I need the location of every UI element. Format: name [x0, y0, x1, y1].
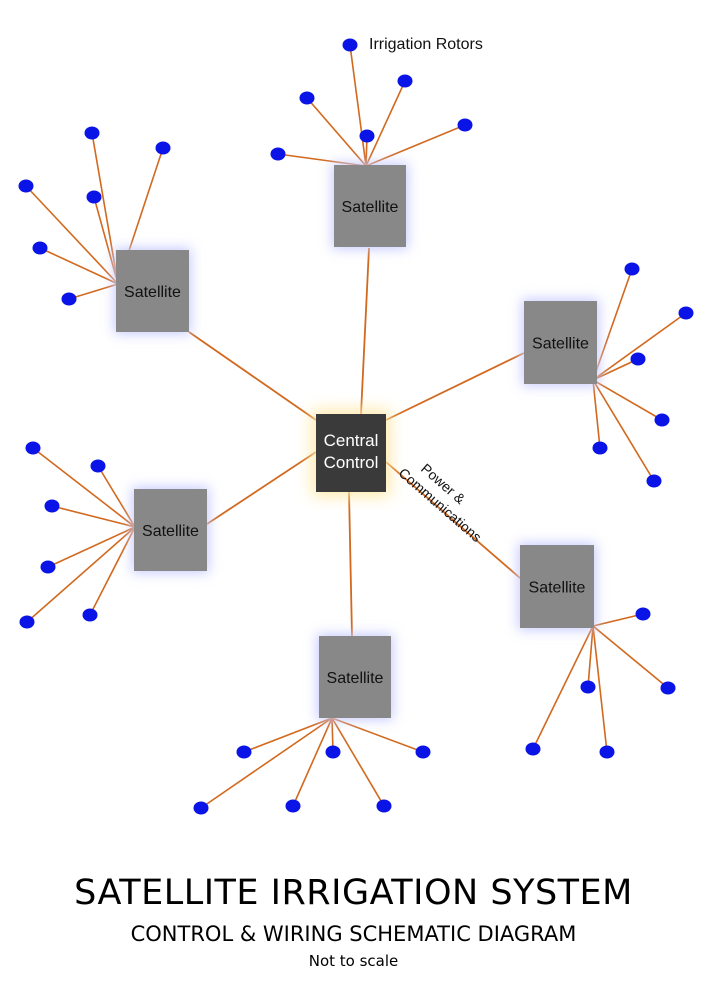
- irrigation-rotor: [624, 262, 640, 276]
- irrigation-rotor: [236, 745, 252, 759]
- central-control-label: Central: [324, 431, 379, 450]
- rotor-wire: [39, 247, 119, 285]
- rotor-wire: [68, 283, 119, 300]
- irrigation-rotor: [40, 560, 56, 574]
- diagram-subtitle: CONTROL & WIRING SCHEMATIC DIAGRAM: [130, 922, 577, 946]
- irrigation-rotor: [44, 499, 60, 513]
- irrigation-rotor: [457, 118, 473, 132]
- central-control-label: Control: [324, 453, 379, 472]
- irrigation-rotor: [630, 352, 646, 366]
- wire-right: [385, 352, 525, 421]
- satellite-bottom: Satellite: [317, 634, 393, 720]
- irrigation-rotor: [25, 441, 41, 455]
- irrigation-rotor: [359, 129, 375, 143]
- irrigation-rotor: [678, 306, 694, 320]
- rotor-wire: [592, 268, 633, 381]
- satellite-box: [334, 165, 406, 247]
- rotor-wire: [32, 447, 136, 528]
- satellite-upper-left: Satellite: [114, 248, 191, 334]
- irrigation-rotor: [599, 745, 615, 759]
- irrigation-rotor: [86, 190, 102, 204]
- rotor-wire: [89, 526, 136, 616]
- satellite-box: [524, 301, 597, 384]
- rotor-wire: [592, 625, 669, 689]
- irrigation-rotor: [376, 799, 392, 813]
- wire-lower-right: [385, 461, 521, 579]
- satellite-top: Satellite: [332, 163, 408, 249]
- satellite-right: Satellite: [522, 299, 599, 386]
- satellite-left: Satellite: [132, 487, 209, 573]
- scale-note: Not to scale: [308, 952, 399, 970]
- satellite-label: Satellite: [342, 199, 399, 216]
- rotor-wire: [200, 717, 333, 809]
- rotor-wire: [26, 526, 136, 623]
- rotor-wire: [365, 124, 466, 167]
- irrigation-rotor: [19, 615, 35, 629]
- rotor-wire: [292, 717, 333, 807]
- satellite-label: Satellite: [124, 284, 181, 301]
- rotor-wire: [25, 185, 119, 285]
- rotor-wire: [592, 358, 639, 381]
- satellite-label: Satellite: [142, 523, 199, 540]
- wire-bottom: [348, 491, 353, 637]
- irrigation-rotor: [646, 474, 662, 488]
- power-communications-label: Power &Communications: [396, 460, 485, 545]
- rotor-wire: [592, 625, 608, 753]
- irrigation-rotor: [90, 459, 106, 473]
- irrigation-rotor: [660, 681, 676, 695]
- satellite-box: [319, 636, 391, 718]
- rotor-wire: [349, 44, 367, 167]
- irrigation-rotor: [285, 799, 301, 813]
- rotor-wire: [331, 717, 424, 753]
- rotor-wire: [365, 80, 406, 167]
- irrigation-rotor: [397, 74, 413, 88]
- irrigation-rotor: [84, 126, 100, 140]
- irrigation-rotor: [415, 745, 431, 759]
- irrigation-rotor: [193, 801, 209, 815]
- wire-upper-left: [188, 331, 317, 421]
- rotor-wire: [331, 717, 385, 807]
- irrigation-rotor: [342, 38, 358, 52]
- irrigation-rotor: [61, 292, 77, 306]
- diagram-title: SATELLITE IRRIGATION SYSTEM: [74, 873, 633, 913]
- rotor-wire: [306, 97, 367, 167]
- rotor-wire: [592, 613, 644, 627]
- rotor-wire: [51, 505, 136, 528]
- irrigation-rotor: [32, 241, 48, 255]
- irrigation-rotor: [525, 742, 541, 756]
- rotor-wire: [592, 379, 663, 421]
- satellite-box: [520, 545, 594, 628]
- irrigation-rotor: [592, 441, 608, 455]
- irrigation-rotor: [155, 141, 171, 155]
- irrigation-rotor: [299, 91, 315, 105]
- satellite-box: [116, 250, 189, 332]
- rotor-wire: [97, 465, 136, 528]
- irrigation-rotor: [18, 179, 34, 193]
- rotor-wire: [47, 526, 136, 568]
- central-control-box: [316, 414, 386, 492]
- satellite-box: [134, 489, 207, 571]
- irrigation-rotor: [325, 745, 341, 759]
- irrigation-rotor: [635, 607, 651, 621]
- rotor-wire: [592, 379, 601, 449]
- wire-left: [206, 451, 317, 525]
- satellite-label: Satellite: [529, 580, 586, 597]
- satellite-lower-right: Satellite: [518, 543, 596, 630]
- rotor-wire: [243, 717, 333, 753]
- rotor-wire: [592, 379, 655, 482]
- rotor-wire: [91, 132, 119, 285]
- satellite-label: Satellite: [532, 336, 589, 353]
- irrigation-rotor: [82, 608, 98, 622]
- satellite-label: Satellite: [327, 670, 384, 687]
- irrigation-rotor: [580, 680, 596, 694]
- rotor-wire: [592, 312, 687, 381]
- wire-top: [360, 247, 370, 415]
- irrigation-rotors-label: Irrigation Rotors: [369, 36, 483, 53]
- irrigation-rotor: [270, 147, 286, 161]
- rotor-wire: [532, 625, 594, 750]
- rotor-wire: [587, 625, 594, 688]
- irrigation-rotor: [654, 413, 670, 427]
